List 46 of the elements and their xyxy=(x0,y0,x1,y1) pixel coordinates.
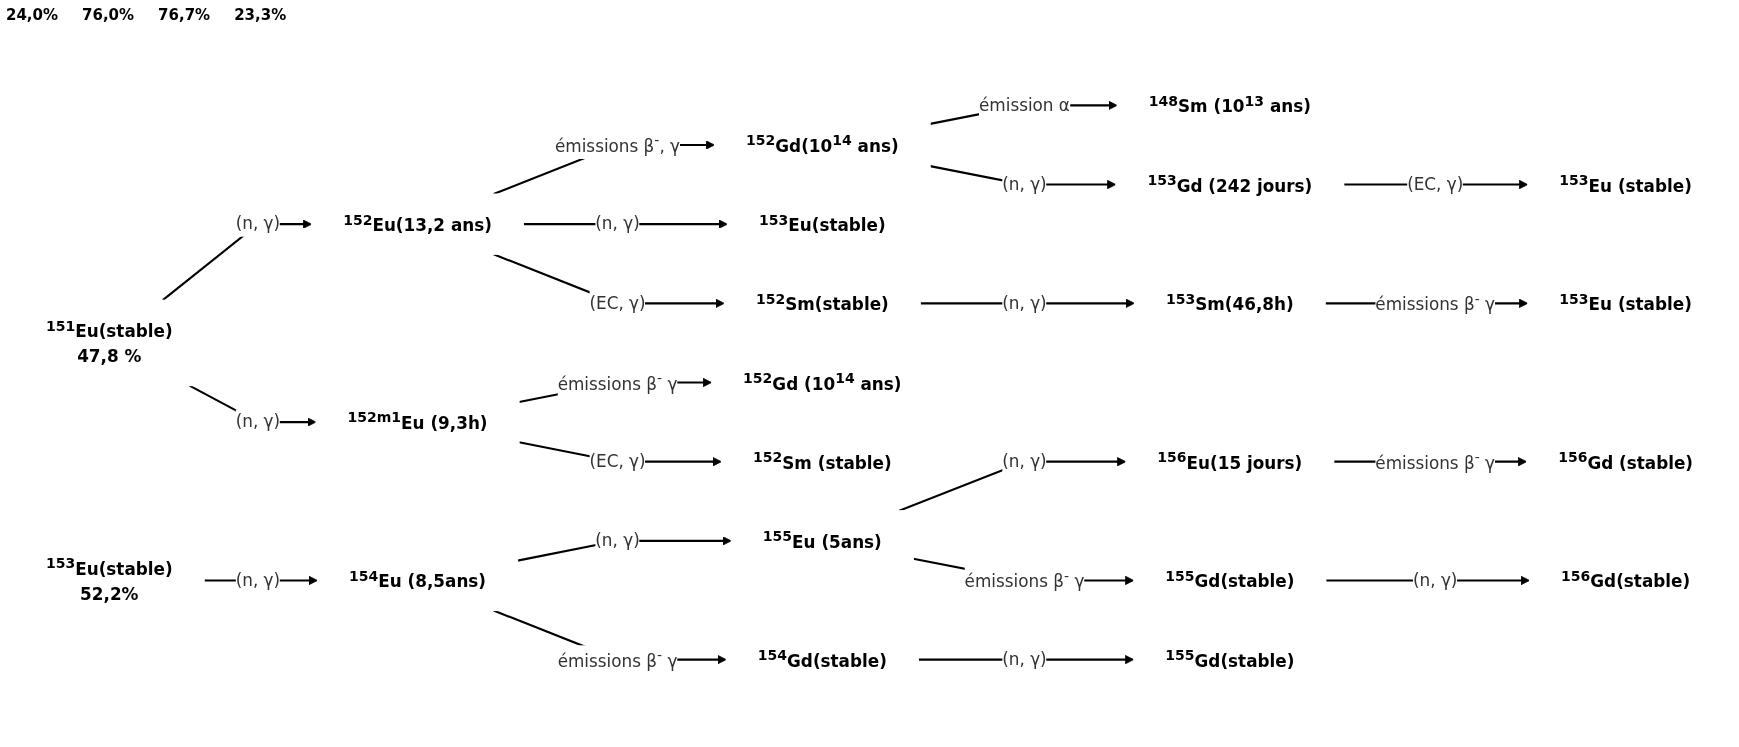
edge-label: (EC, γ) xyxy=(589,292,646,313)
edge-label: (n, γ) xyxy=(1002,451,1047,472)
edge-label: émissions β$^{-}$ γ xyxy=(557,370,678,394)
branch-percentage: 76,7% xyxy=(158,6,211,24)
node-text: $^{152}$Sm(stable) xyxy=(755,291,889,315)
edge-label: (n, γ) xyxy=(1002,292,1047,313)
node-text: $^{155}$Gd(stable) xyxy=(1165,647,1295,671)
node-text: $^{155}$Eu (5ans) xyxy=(762,528,882,553)
node-text: $^{154}$Eu (8,5ans) xyxy=(349,568,487,592)
edge-label: émission α xyxy=(978,94,1070,115)
edge-label: émissions β$^{-}$ γ xyxy=(964,568,1085,592)
node-text: $^{152m1}$Eu (9,3h) xyxy=(347,409,488,434)
node-text: $^{153}$Eu (stable) xyxy=(1559,172,1692,196)
edge-label: (n, γ) xyxy=(1002,649,1047,670)
branch-percentage: 76,0% xyxy=(82,6,135,24)
edge-label: (n, γ) xyxy=(595,213,640,234)
node-text: $^{148}$Sm (10$^{13}$ ans) xyxy=(1148,93,1311,117)
node-text: $^{153}$Eu(stable) 52,2% xyxy=(45,555,173,605)
node-text: $^{153}$Gd (242 jours) xyxy=(1147,172,1313,196)
edge-label: (EC, γ) xyxy=(1407,174,1464,195)
node-text: $^{151}$Eu(stable) 47,8 % xyxy=(45,318,173,367)
node-text: $^{153}$Sm(46,8h) xyxy=(1165,291,1294,315)
node-text: $^{153}$Eu(stable) xyxy=(758,211,886,236)
edge-label: émissions β$^{-}$ γ xyxy=(1375,449,1496,473)
node-text: $^{152}$Sm (stable) xyxy=(752,449,892,473)
branch-percentage: 23,3% xyxy=(234,6,287,24)
edge-label: (n, γ) xyxy=(1002,174,1047,195)
edge-label: (n, γ) xyxy=(595,530,640,551)
node-text: $^{156}$Gd (stable) xyxy=(1558,449,1694,473)
node-text: $^{152}$Gd (10$^{14}$ ans) xyxy=(743,370,902,394)
node-text: $^{156}$Eu(15 jours) xyxy=(1157,449,1303,473)
edge-label: (n, γ) xyxy=(235,569,281,590)
node-text: $^{152}$Gd(10$^{14}$ ans) xyxy=(746,132,899,157)
node-text: $^{152}$Eu(13,2 ans) xyxy=(343,211,492,236)
node-text: $^{153}$Eu (stable) xyxy=(1559,291,1692,315)
edge-label: (EC, γ) xyxy=(589,451,646,472)
branch-percentage: 24,0% xyxy=(6,6,59,24)
edge-label: émissions β$^{-}$ γ xyxy=(1375,291,1496,315)
node-text: $^{155}$Gd(stable) xyxy=(1165,568,1295,592)
edge-label: (n, γ) xyxy=(1412,569,1458,590)
edge-label: émissions β$^{-}$ γ xyxy=(557,647,678,671)
edge-label: émissions β$^{-}$, γ xyxy=(554,132,681,157)
edge-label: (n, γ) xyxy=(235,213,281,234)
edge-label: (n, γ) xyxy=(235,411,281,432)
node-text: $^{156}$Gd(stable) xyxy=(1561,568,1691,592)
node-text: $^{154}$Gd(stable) xyxy=(757,647,887,671)
